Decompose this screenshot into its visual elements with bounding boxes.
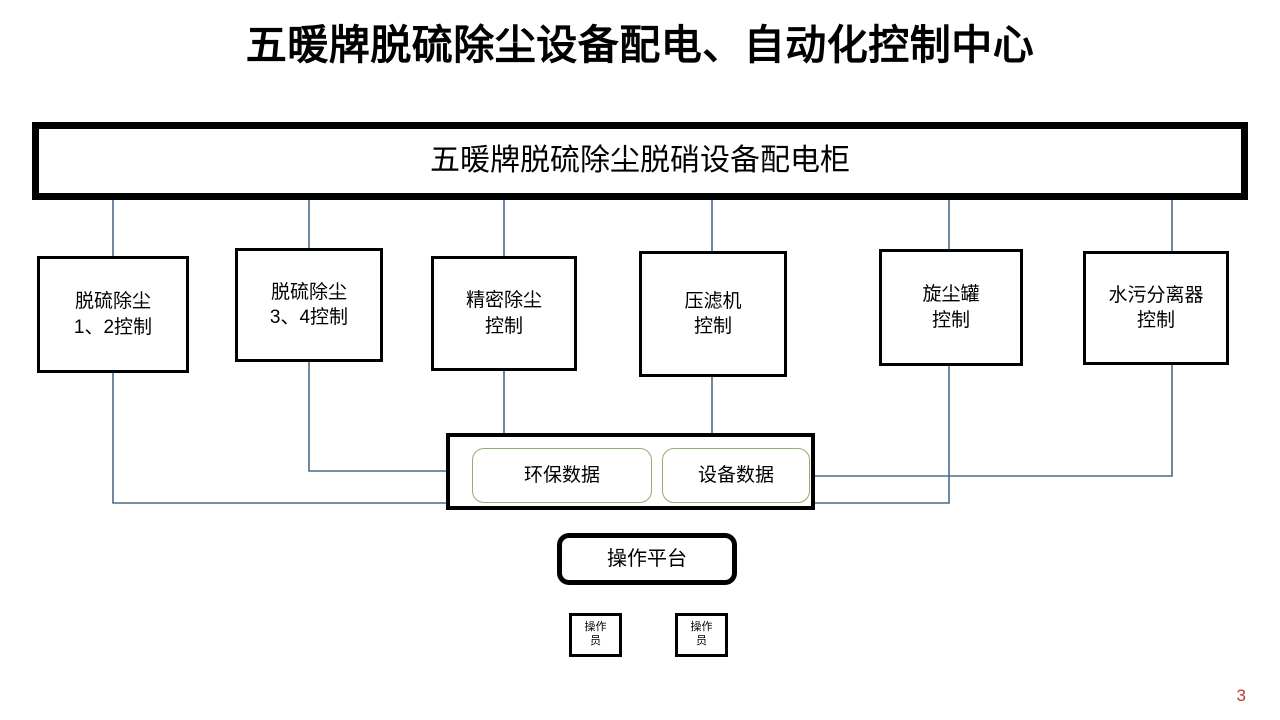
data-chip-environmental-data-label: 环保数据 [523, 464, 600, 486]
connector-cyclone-to-panel [815, 366, 950, 504]
control-box-water-separator-text: 水污分离器 控制 [1108, 283, 1203, 333]
connector-separator-to-panel [815, 365, 1173, 477]
control-label-line2: 控制 [931, 309, 970, 331]
operator-box-2[interactable]: 操作 员 [675, 613, 728, 657]
page-number: 3 [1236, 686, 1246, 705]
control-box-desulfur-dust-1-2-text: 脱硫除尘 1、2控制 [74, 289, 152, 339]
data-chip-environmental-data[interactable]: 环保数据 [472, 448, 652, 503]
operator-box-1[interactable]: 操作 员 [569, 613, 622, 657]
control-box-cyclone-tank-text: 旋尘罐 控制 [922, 282, 979, 332]
control-label-line2: 3、4控制 [269, 307, 349, 328]
control-label-line1: 脱硫除尘 [270, 281, 347, 303]
operator-label-line1: 操作 [690, 621, 713, 634]
control-box-filter-press[interactable]: 压滤机 控制 [639, 251, 787, 377]
main-distribution-cabinet-label: 五暖牌脱硫除尘脱硝设备配电柜 [430, 144, 850, 178]
operation-platform-label: 操作平台 [607, 547, 687, 570]
data-chip-equipment-data[interactable]: 设备数据 [662, 448, 810, 503]
operator-label-line2: 员 [590, 635, 601, 647]
control-label-line2: 控制 [1136, 310, 1175, 331]
control-label-line2: 控制 [484, 315, 523, 337]
control-box-desulfur-dust-1-2[interactable]: 脱硫除尘 1、2控制 [37, 256, 189, 373]
control-label-line2: 1、2控制 [73, 316, 153, 338]
connector-desulfur-3-4-to-panel [308, 362, 450, 472]
control-label-line1: 压滤机 [684, 290, 742, 312]
operation-platform[interactable]: 操作平台 [557, 533, 737, 585]
control-box-precision-dust[interactable]: 精密除尘 控制 [431, 256, 577, 371]
data-panel: 环保数据 设备数据 [446, 433, 815, 510]
control-box-desulfur-dust-3-4-text: 脱硫除尘 3、4控制 [270, 280, 348, 330]
control-label-line2: 控制 [693, 316, 732, 337]
control-label-line1: 精密除尘 [465, 290, 542, 312]
operator-box-1-text: 操作 员 [585, 621, 607, 649]
control-label-line1: 脱硫除尘 [74, 291, 151, 313]
operator-label-line2: 员 [696, 635, 707, 647]
control-box-precision-dust-text: 精密除尘 控制 [466, 288, 542, 338]
operator-box-2-text: 操作 员 [691, 621, 713, 649]
main-distribution-cabinet[interactable]: 五暖牌脱硫除尘脱硝设备配电柜 [32, 122, 1248, 200]
control-label-line1: 水污分离器 [1108, 284, 1204, 306]
data-chip-equipment-data-label: 设备数据 [697, 464, 774, 486]
control-box-water-separator[interactable]: 水污分离器 控制 [1083, 251, 1229, 365]
control-label-line1: 旋尘罐 [922, 284, 980, 306]
control-box-cyclone-tank[interactable]: 旋尘罐 控制 [879, 249, 1023, 366]
control-box-filter-press-text: 压滤机 控制 [684, 289, 741, 339]
operator-label-line1: 操作 [584, 621, 607, 634]
control-box-desulfur-dust-3-4[interactable]: 脱硫除尘 3、4控制 [235, 248, 383, 362]
page-title: 五暖牌脱硫除尘设备配电、自动化控制中心 [245, 22, 1035, 68]
